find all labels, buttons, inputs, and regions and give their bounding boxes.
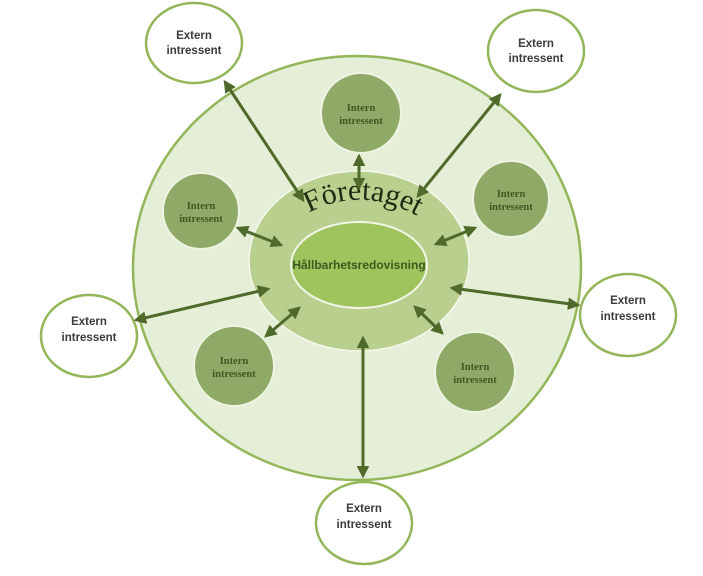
svg-text:intressent: intressent [337,519,392,531]
svg-text:intressent: intressent [509,53,564,65]
core-circle [290,221,428,309]
svg-text:intressent: intressent [167,45,222,57]
svg-text:Extern: Extern [610,295,646,307]
external-stakeholder-bottom: Extern intressent [314,480,414,566]
internal-stakeholder-top: Intern intressent [320,72,402,154]
svg-text:intressent: intressent [62,332,117,344]
svg-text:Intern: Intern [461,362,490,373]
internal-stakeholder-bottom-right: Intern intressent [434,331,516,413]
svg-text:Intern: Intern [347,103,376,114]
internal-stakeholder-right: Intern intressent [472,160,550,238]
svg-text:intressent: intressent [453,375,497,386]
svg-text:Extern: Extern [176,30,212,42]
external-stakeholder-top-right: Extern intressent [486,8,586,94]
svg-text:Intern: Intern [497,189,526,200]
svg-text:Extern: Extern [71,316,107,328]
arrow-bottom-left-internal [264,306,301,338]
arrow-left-external [133,285,271,324]
external-stakeholder-top-left: Extern intressent [144,1,244,85]
external-stakeholder-right: Extern intressent [578,272,678,358]
svg-text:Intern: Intern [187,201,216,212]
arrow-bottom-right-internal [413,305,444,335]
svg-text:intressent: intressent [339,116,383,127]
svg-text:intressent: intressent [489,202,533,213]
svg-text:Extern: Extern [346,503,382,515]
internal-stakeholder-bottom-left: Intern intressent [193,325,275,407]
arrow-top-left-external [223,79,305,203]
internal-stakeholder-left: Intern intressent [162,172,240,250]
arrow-top-right-external [416,93,502,198]
svg-text:intressent: intressent [179,214,223,225]
svg-text:Extern: Extern [518,38,554,50]
arrow-right-internal [433,225,478,247]
arrow-left-internal [235,225,284,248]
arrow-right-external [449,283,581,310]
svg-text:Intern: Intern [220,356,249,367]
arrows [133,79,581,479]
svg-text:intressent: intressent [601,311,656,323]
external-stakeholder-left: Extern intressent [39,293,139,379]
svg-text:intressent: intressent [212,369,256,380]
core-label: Hållbarhetsredovisning [292,258,425,272]
